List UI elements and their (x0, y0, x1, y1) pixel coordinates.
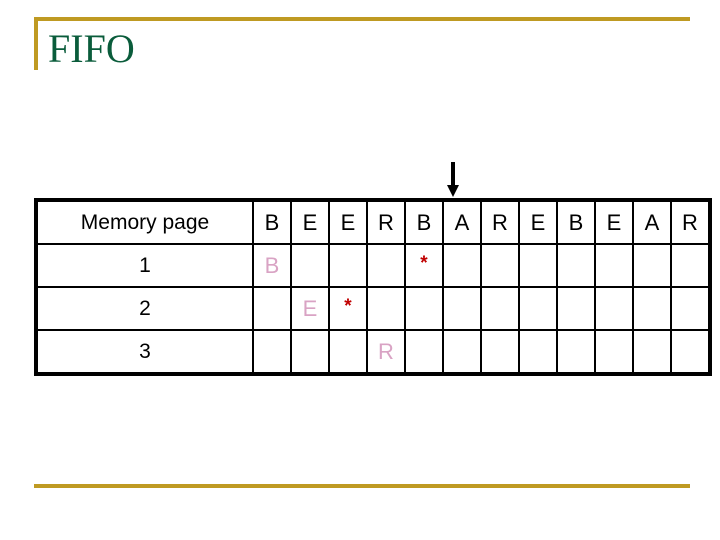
memory-frame-number: 3 (35, 329, 254, 375)
frame-3-step-11-cell (632, 329, 672, 375)
page-fault-marker: * (420, 252, 428, 274)
frame-2-step-2-cell: E (290, 286, 330, 331)
frame-1-step-8-cell (518, 243, 558, 288)
slide-top-rule (34, 17, 690, 21)
reference-string-cell-4: R (366, 199, 406, 245)
frame-3-step-12-cell (670, 329, 711, 375)
frame-1-step-2-cell (290, 243, 330, 288)
frame-1-step-3-cell (328, 243, 368, 288)
reference-string-cell-1: B (252, 199, 292, 245)
slide-bottom-rule (34, 484, 690, 488)
frame-2-step-10-cell (594, 286, 634, 331)
frame-2-step-12-cell (670, 286, 711, 331)
reference-string-cell-12: R (670, 199, 711, 245)
reference-string-cell-11: A (632, 199, 672, 245)
reference-string-cell-7: R (480, 199, 520, 245)
memory-page-header-label: Memory page (35, 199, 254, 245)
reference-string-cell-6: A (442, 199, 482, 245)
resident-page-letter: R (378, 338, 394, 364)
down-arrow-icon (444, 162, 462, 198)
frame-3-step-3-cell (328, 329, 368, 375)
frame-2-step-6-cell (442, 286, 482, 331)
frame-3-step-4-cell: R (366, 329, 406, 375)
frame-3-step-10-cell (594, 329, 634, 375)
frame-2-step-5-cell (404, 286, 444, 331)
frame-1-step-1-cell: B (252, 243, 292, 288)
frame-3-step-8-cell (518, 329, 558, 375)
reference-string-cell-5: B (404, 199, 444, 245)
frame-1-step-12-cell (670, 243, 711, 288)
table-row: 2 E * (35, 286, 711, 331)
page-title: FIFO (48, 26, 135, 71)
slide-left-rule (34, 17, 38, 70)
memory-frame-number: 2 (35, 286, 254, 331)
frame-1-step-11-cell (632, 243, 672, 288)
reference-string-cell-8: E (518, 199, 558, 245)
reference-string-cell-3: E (328, 199, 368, 245)
frame-2-step-7-cell (480, 286, 520, 331)
frame-2-step-8-cell (518, 286, 558, 331)
frame-2-step-4-cell (366, 286, 406, 331)
frame-1-step-10-cell (594, 243, 634, 288)
frame-1-step-9-cell (556, 243, 596, 288)
frame-3-step-1-cell (252, 329, 292, 375)
frame-3-step-2-cell (290, 329, 330, 375)
frame-2-step-11-cell (632, 286, 672, 331)
frame-3-step-9-cell (556, 329, 596, 375)
reference-string-cell-9: B (556, 199, 596, 245)
memory-frame-number: 1 (35, 243, 254, 288)
frame-1-step-6-cell (442, 243, 482, 288)
reference-string-cell-10: E (594, 199, 634, 245)
resident-page-letter: E (302, 295, 318, 321)
frame-1-step-7-cell (480, 243, 520, 288)
page-fault-marker: * (344, 295, 352, 317)
frame-3-step-7-cell (480, 329, 520, 375)
frame-1-step-4-cell (366, 243, 406, 288)
frame-1-step-5-cell: * (404, 243, 444, 288)
reference-string-cell-2: E (290, 199, 330, 245)
frame-3-step-5-cell (404, 329, 444, 375)
resident-page-letter: B (264, 252, 280, 278)
frame-2-step-9-cell (556, 286, 596, 331)
frame-3-step-6-cell (442, 329, 482, 375)
frame-2-step-1-cell (252, 286, 292, 331)
frame-2-step-3-cell: * (328, 286, 368, 331)
